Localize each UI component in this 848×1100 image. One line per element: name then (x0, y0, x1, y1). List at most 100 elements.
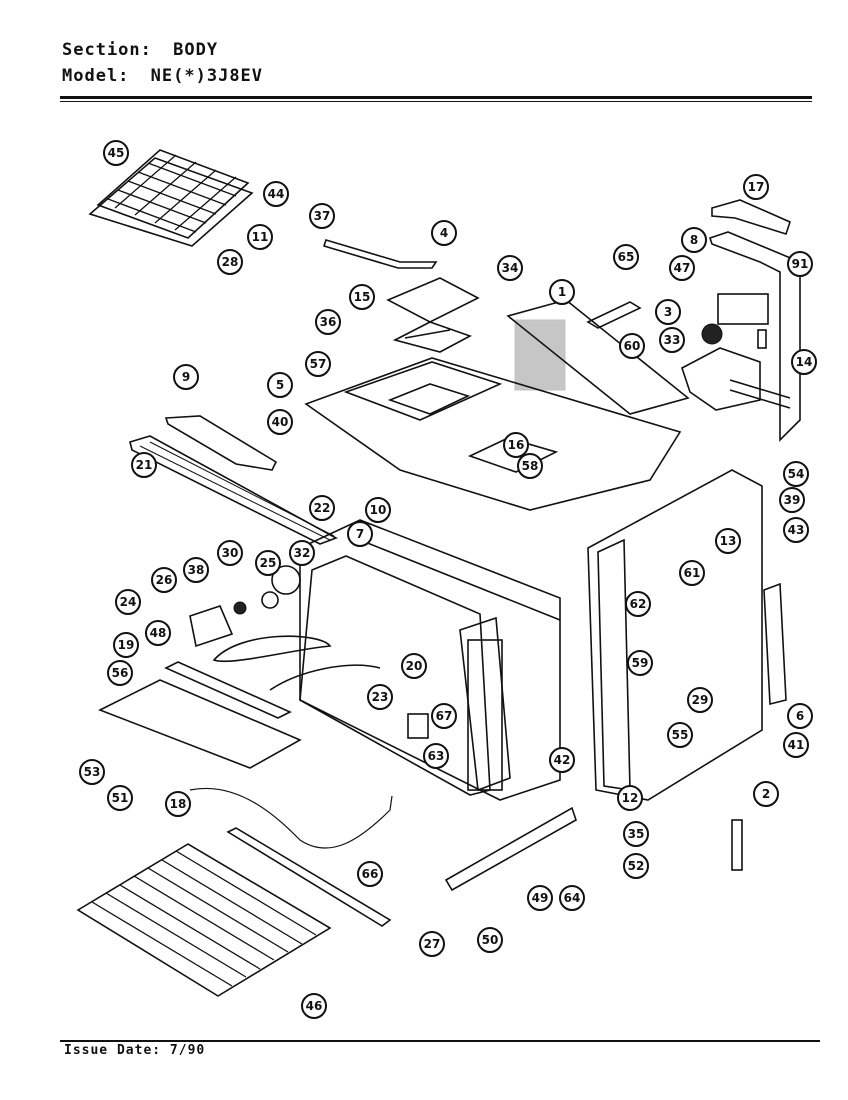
callout-20: 20 (401, 653, 427, 679)
callout-number: 29 (692, 693, 709, 707)
callout-66: 66 (357, 861, 383, 887)
callout-number: 56 (112, 666, 129, 680)
callout-number: 91 (792, 257, 809, 271)
callout-number: 24 (120, 595, 137, 609)
callout-number: 63 (428, 749, 445, 763)
callout-6: 6 (787, 703, 813, 729)
callout-layer: 4544112837434153617891654713336014957540… (79, 140, 817, 1019)
front-trim-rail (129, 435, 338, 545)
callout-number: 66 (362, 867, 379, 881)
callout-number: 37 (314, 209, 331, 223)
callout-number: 13 (720, 534, 737, 548)
callout-21: 21 (131, 452, 157, 478)
section-value: BODY (173, 40, 219, 60)
oven-top-panel (304, 357, 682, 511)
callout-number: 10 (370, 503, 387, 517)
callout-44: 44 (263, 181, 289, 207)
side-flange (597, 538, 631, 791)
callout-number: 52 (628, 859, 645, 873)
callout-1: 1 (549, 279, 575, 305)
control-panel-assembly (681, 199, 801, 442)
callout-number: 20 (406, 659, 423, 673)
callout-number: 3 (664, 305, 672, 319)
callout-36: 36 (315, 309, 341, 335)
callout-67: 67 (431, 703, 457, 729)
callout-number: 23 (372, 690, 389, 704)
rear-box (467, 437, 559, 473)
issue-label: Issue Date: (64, 1043, 162, 1058)
cover-plate (386, 277, 480, 323)
callout-number: 46 (306, 999, 323, 1013)
callout-number: 25 (260, 556, 277, 570)
callout-62: 62 (625, 591, 651, 617)
callout-46: 46 (301, 993, 327, 1019)
fan-knob (233, 601, 247, 615)
small-bracket (586, 301, 642, 329)
callout-number: 1 (558, 285, 566, 299)
callout-25: 25 (255, 550, 281, 576)
callout-number: 18 (170, 797, 187, 811)
callout-number: 28 (222, 255, 239, 269)
callout-4: 4 (431, 220, 457, 246)
callout-number: 59 (632, 656, 649, 670)
header-rule-thin (60, 101, 812, 102)
callout-42: 42 (549, 747, 575, 773)
door-handle (731, 819, 743, 871)
callout-number: 2 (762, 787, 770, 801)
callout-number: 17 (748, 180, 765, 194)
callout-28: 28 (217, 249, 243, 275)
callout-60: 60 (619, 333, 645, 359)
callout-27: 27 (419, 931, 445, 957)
lower-front-trim (164, 661, 292, 719)
callout-number: 45 (108, 146, 125, 160)
callout-56: 56 (107, 660, 133, 686)
callout-number: 35 (628, 827, 645, 841)
section-label: Section: (62, 40, 152, 60)
oven-rack (76, 843, 332, 997)
rack-rail (226, 827, 392, 927)
callout-33: 33 (659, 327, 685, 353)
callout-12: 12 (617, 785, 643, 811)
callout-40: 40 (267, 409, 293, 435)
callout-number: 30 (222, 546, 239, 560)
callout-13: 13 (715, 528, 741, 554)
callout-number: 38 (188, 563, 205, 577)
section-heading: Section: BODY (62, 40, 218, 60)
callout-48: 48 (145, 620, 171, 646)
kick-plate (444, 806, 577, 892)
callout-10: 10 (365, 497, 391, 523)
bake-element (212, 635, 332, 663)
callout-24: 24 (115, 589, 141, 615)
model-label: Model: (62, 66, 130, 86)
callout-number: 55 (672, 728, 689, 742)
callout-50: 50 (477, 927, 503, 953)
callout-number: 4 (440, 226, 448, 240)
spreader-bracket (392, 321, 472, 353)
callout-53: 53 (79, 759, 105, 785)
callout-30: 30 (217, 540, 243, 566)
back-panel (506, 299, 690, 415)
callout-number: 43 (788, 523, 805, 537)
callout-58: 58 (517, 453, 543, 479)
top-cutout (343, 361, 503, 421)
callout-number: 53 (84, 765, 101, 779)
callout-number: 39 (784, 493, 801, 507)
callout-number: 58 (522, 459, 539, 473)
callout-35: 35 (623, 821, 649, 847)
side-panel (587, 469, 763, 801)
callout-number: 36 (320, 315, 337, 329)
callout-number: 64 (564, 891, 581, 905)
callout-64: 64 (559, 885, 585, 911)
callout-number: 26 (156, 573, 173, 587)
callout-2: 2 (753, 781, 779, 807)
fan-housing (189, 605, 234, 648)
issue-date: Issue Date: 7/90 (64, 1043, 205, 1058)
callout-number: 54 (788, 467, 805, 481)
model-heading: Model: NE(*)3J8EV (62, 66, 263, 86)
callout-number: 27 (424, 937, 441, 951)
callout-55: 55 (667, 722, 693, 748)
callout-number: 12 (622, 791, 639, 805)
callout-number: 61 (684, 566, 701, 580)
callout-number: 40 (272, 415, 289, 429)
